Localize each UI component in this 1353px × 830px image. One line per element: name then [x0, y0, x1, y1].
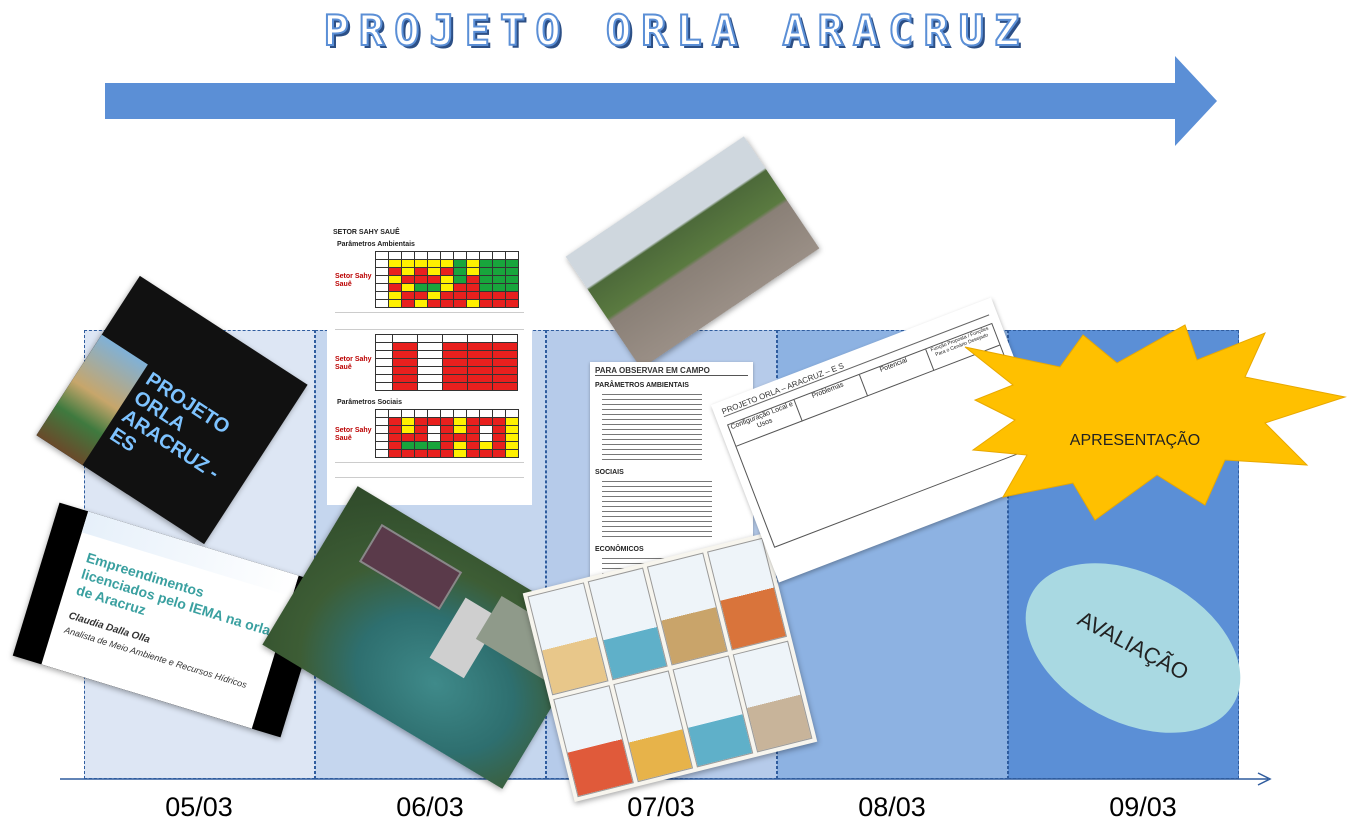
apresentacao-starburst: [964, 324, 1347, 521]
date-label-5: 09/03: [1109, 792, 1177, 822]
setor-soc-heading: Parâmetros Sociais: [337, 399, 402, 406]
amb-table-1: Setor Sahy Sauê: [335, 251, 532, 308]
page-title: PROJETO ORLA ARACRUZ: [323, 5, 1030, 56]
setor-title: SETOR SAHY SAUÊ: [333, 229, 400, 236]
timeline-arrow: [105, 56, 1217, 146]
amb-table-2: Setor Sahy Sauê: [335, 334, 532, 391]
date-label-1: 05/03: [165, 792, 233, 822]
soc-table: Setor Sahy Sauê: [335, 409, 532, 458]
observar-title: PARA OBSERVAR EM CAMPO: [595, 366, 748, 376]
setor-amb-heading: Parâmetros Ambientais: [337, 241, 415, 248]
date-label-3: 07/03: [627, 792, 695, 822]
observar-eco-heading: ECONÔMICOS: [595, 546, 644, 553]
apresentacao-label: APRESENTAÇÃO: [1069, 432, 1201, 449]
date-label-4: 08/03: [858, 792, 926, 822]
setor-sahy-saue-document: SETOR SAHY SAUÊ Parâmetros Ambientais Se…: [327, 225, 532, 505]
date-label-2: 06/03: [396, 792, 464, 822]
observar-soc-heading: SOCIAIS: [595, 469, 624, 476]
observar-amb-heading: PARÂMETROS AMBIENTAIS: [595, 382, 689, 389]
